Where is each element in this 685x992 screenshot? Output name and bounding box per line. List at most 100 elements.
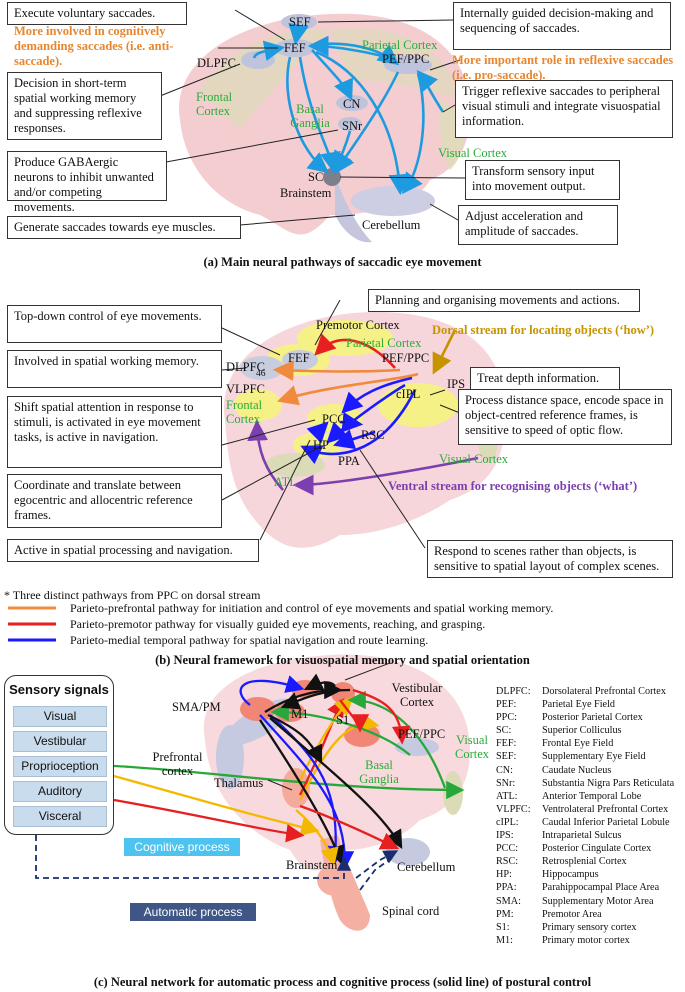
label-frontal-cortex-a: Frontal Cortex <box>196 90 233 118</box>
abbr-11: IPS:Intraparietal Sulcus <box>496 830 622 842</box>
abbr-18: S1:Primary sensory cortex <box>496 921 637 933</box>
saccade-pathways <box>252 22 445 196</box>
abbr-16: SMA:Supplementary Motor Area <box>496 895 654 907</box>
caption-a: (a) Main neural pathways of saccadic eye… <box>203 255 482 269</box>
abbr-0: DLPFC:Dorsolateral Prefrontal Cortex <box>496 686 666 697</box>
box-gabaergic: Produce GABAergic neurons to inhibit unw… <box>7 151 167 214</box>
label-pef-ppc-a: PEF/PPC <box>382 52 430 66</box>
sensory-auditory: Auditory <box>13 781 107 802</box>
abbr-12: PCC:Posterior Cingulate Cortex <box>496 843 652 855</box>
abbr-3: SC:Superior Colliculus <box>496 725 622 737</box>
legend-item-prefrontal: Parieto-prefrontal pathway for initiatio… <box>70 601 554 615</box>
sensory-visceral: Visceral <box>13 806 107 827</box>
abbreviation-list: DLPFC:Dorsolateral Prefrontal Cortex PEF… <box>496 685 674 947</box>
label-dorsal-stream: Dorsal stream for locating objects (‘how… <box>432 323 655 337</box>
abbr-4: FEF:Frontal Eye Field <box>496 738 614 750</box>
label-spinal-cord: Spinal cord <box>382 904 440 918</box>
note-pro-saccade: More important role in reflexive saccade… <box>452 53 674 82</box>
label-sma-pm: SMA/PM <box>172 700 221 714</box>
label-area-46: 46 <box>256 369 266 379</box>
abbr-2: PPC:Posterior Parietal Cortex <box>496 712 643 724</box>
abbr-13: RSC:Retrosplenial Cortex <box>496 856 627 868</box>
abbr-7: SNr:Substantia Nigra Pars Reticulata <box>496 777 675 789</box>
box-execute-voluntary: Execute voluntary saccades. <box>7 2 187 25</box>
leader-lines-c <box>267 662 391 791</box>
caption-b: (b) Neural framework for visuospatial me… <box>155 653 530 667</box>
abbr-5: SEF:Supplementary Eye Field <box>496 751 646 763</box>
label-cn: CN <box>343 97 361 111</box>
label-hp: HP <box>313 438 329 452</box>
legend-item-premotor: Parieto-premotor pathway for visually gu… <box>70 617 486 631</box>
box-adjust: Adjust acceleration and amplitude of sac… <box>458 205 618 245</box>
note-anti-saccade: More involved in cognitively demanding s… <box>14 24 174 68</box>
label-fef-b: FEF <box>288 351 310 365</box>
label-vestibular-cortex: Vestibular Cortex <box>391 681 443 709</box>
box-topdown: Top-down control of eye movements. <box>7 305 222 343</box>
box-generate-saccades: Generate saccades towards eye muscles. <box>7 216 241 239</box>
box-depth: Treat depth information. <box>470 367 620 390</box>
label-parietal-cortex-b: Parietal Cortex <box>346 336 422 350</box>
abbr-9: VLPFC:Ventrolateral Prefrontal Cortex <box>496 803 669 815</box>
label-dlpfc-a: DLPFC <box>197 56 236 70</box>
label-dlpfc-b: DLPFC <box>226 360 265 374</box>
label-basal-ganglia-c: Basal Ganglia <box>359 758 399 786</box>
label-cerebellum-a: Cerebellum <box>362 218 421 232</box>
box-planning: Planning and organising movements and ac… <box>368 289 640 312</box>
leader-lines-a <box>149 9 466 226</box>
label-cipl: cIPL <box>396 387 421 401</box>
sensory-visual: Visual <box>13 706 107 727</box>
pathways-b <box>247 329 479 496</box>
label-premotor-cortex: Premotor Cortex <box>316 318 400 332</box>
label-sef: SEF <box>289 15 311 29</box>
abbr-1: PEF:Parietal Eye Field <box>496 699 615 711</box>
label-ventral-stream: Ventral stream for recognising objects (… <box>388 479 638 493</box>
automatic-process-label: Automatic process <box>130 903 256 921</box>
legend-title: * Three distinct pathways from PPC on do… <box>4 588 261 602</box>
abbr-19: M1:Primary motor cortex <box>496 934 630 946</box>
box-decision: Decision in short-term spatial working m… <box>7 72 162 140</box>
label-visual-cortex-a: Visual Cortex <box>438 146 508 160</box>
label-ips: IPS <box>447 377 466 391</box>
label-snr: SNr <box>342 119 363 133</box>
abbr-14: HP:Hippocampus <box>496 869 599 881</box>
label-parietal-cortex-a: Parietal Cortex <box>362 38 438 52</box>
label-vlpfc: VLPFC <box>226 382 265 396</box>
caption-c: (c) Neural network for automatic process… <box>93 975 592 989</box>
label-cerebellum-c: Cerebellum <box>397 860 456 874</box>
box-transform: Transform sensory input into movement ou… <box>465 160 620 200</box>
cognitive-process-label: Cognitive process <box>124 838 240 856</box>
box-shift-attention: Shift spatial attention in response to s… <box>7 396 222 468</box>
abbr-17: PM:Premotor Area <box>496 908 602 920</box>
sensory-signals-panel: Sensory signals Visual Vestibular Propri… <box>4 675 114 835</box>
box-internally-guided: Internally guided decision-making and se… <box>453 2 671 50</box>
box-process-distance: Process distance space, encode space in … <box>458 389 672 445</box>
label-sc: SC <box>308 170 324 184</box>
box-involved: Involved in spatial working memory. <box>7 350 222 388</box>
box-respond-scenes: Respond to scenes rather than objects, i… <box>427 540 673 578</box>
abbr-8: ATL:Anterior Temporal Lobe <box>496 790 642 802</box>
sensory-vestibular: Vestibular <box>13 731 107 752</box>
sensory-signals-title: Sensory signals <box>9 682 109 697</box>
label-visual-cortex-c: Visual Cortex <box>454 733 490 761</box>
leader-lines-b <box>221 299 461 549</box>
label-fef: FEF <box>284 41 306 55</box>
box-coordinate: Coordinate and translate between egocent… <box>7 474 222 528</box>
abbr-10: cIPL:Caudal Inferior Parietal Lobule <box>496 816 670 828</box>
label-visual-cortex-b: Visual Cortex <box>439 452 509 466</box>
legend-item-medial: Parieto-medial temporal pathway for spat… <box>70 633 429 647</box>
label-s1: S1 <box>336 713 350 727</box>
postural-pathways <box>113 673 465 870</box>
abbr-6: CN:Caudate Nucleus <box>496 764 612 776</box>
label-basal-ganglia-a: Basal Ganglia <box>290 102 330 130</box>
label-atl: ATL <box>274 475 297 489</box>
label-m1: M1 <box>291 707 309 721</box>
abbr-15: PPA:Parahippocampal Place Area <box>496 882 660 894</box>
label-ppa: PPA <box>338 454 360 468</box>
label-pef-ppc-c: PEF/PPC <box>398 727 446 741</box>
label-rsc: RSC <box>361 428 385 442</box>
box-active-spatial: Active in spatial processing and navigat… <box>7 539 259 562</box>
label-frontal-cortex-b: Frontal Cortex <box>226 398 263 426</box>
label-thalamus: Thalamus <box>214 776 264 790</box>
box-trigger-reflexive: Trigger reflexive saccades to peripheral… <box>455 80 673 138</box>
